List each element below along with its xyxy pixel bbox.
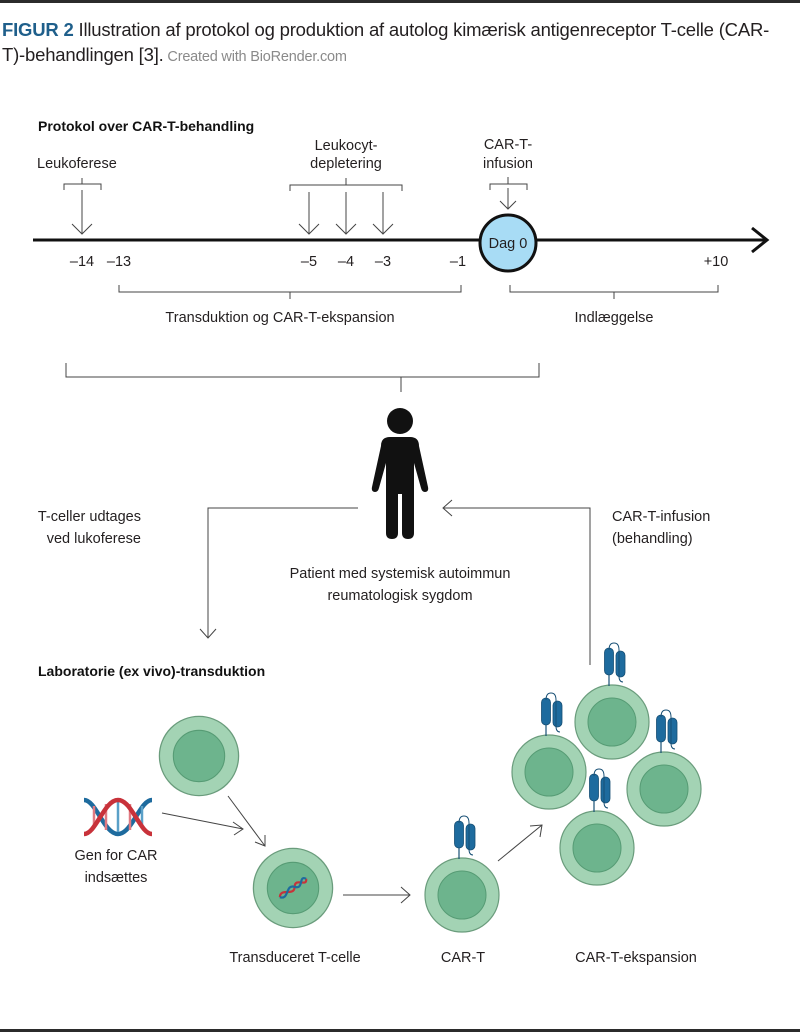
leukoferese-bracket bbox=[63, 178, 102, 190]
timeline-arrowhead-icon bbox=[751, 226, 770, 254]
depletion-bracket bbox=[289, 178, 403, 191]
depletion-arrows bbox=[298, 192, 394, 235]
phase-admission: Indlæggelse bbox=[575, 310, 654, 326]
transduction-bracket bbox=[118, 285, 462, 299]
lab-heading: Laboratorie (ex vivo)-transduktion bbox=[38, 663, 265, 679]
tick-label: –5 bbox=[301, 254, 317, 270]
event-depletion-line1: Leukocyt- bbox=[315, 138, 378, 154]
car-receptor-icon bbox=[603, 642, 626, 687]
expansion-label: CAR-T-ekspansion bbox=[575, 950, 697, 966]
bottom-rule bbox=[0, 1029, 800, 1032]
person-icon bbox=[371, 408, 429, 539]
caption-text: Illustration af protokol og produktion a… bbox=[2, 19, 770, 65]
dna-to-cell-arrow bbox=[161, 812, 244, 836]
car-receptor-icon bbox=[655, 709, 678, 754]
transduced-label: Transduceret T-celle bbox=[229, 950, 360, 966]
tick-label: –13 bbox=[107, 254, 131, 270]
dna-icon bbox=[83, 797, 153, 837]
tick-label: –4 bbox=[338, 254, 354, 270]
event-leukoferese: Leukoferese bbox=[37, 156, 117, 172]
inserted-dna-icon bbox=[278, 876, 308, 899]
t-cell bbox=[158, 715, 240, 797]
flow-right-line1: CAR-T-infusion bbox=[612, 509, 710, 525]
figure-caption: FIGUR 2 Illustration af protokol og prod… bbox=[2, 17, 792, 70]
expanded-car-t-cell bbox=[511, 692, 587, 810]
flow-left-line2: ved lukoferese bbox=[47, 531, 141, 547]
patient-label-line2: reumatologisk sygdom bbox=[327, 588, 472, 604]
admission-bracket bbox=[509, 285, 719, 299]
day-zero-label: Dag 0 bbox=[489, 236, 528, 252]
tick-label: +10 bbox=[704, 254, 729, 270]
leukoferese-arrow bbox=[71, 190, 93, 235]
infusion-flow-arrow bbox=[442, 499, 591, 665]
car-receptor-icon bbox=[453, 815, 476, 860]
car-t-label: CAR-T bbox=[441, 950, 485, 966]
day-zero-marker: Dag 0 bbox=[478, 213, 538, 273]
car-t-cell bbox=[424, 815, 500, 933]
car-receptor-icon bbox=[588, 768, 611, 813]
tick-label: –3 bbox=[375, 254, 391, 270]
transduced-t-cell bbox=[252, 847, 334, 929]
tick-label: –1 bbox=[450, 254, 466, 270]
top-rule bbox=[0, 0, 800, 3]
infusion-bracket bbox=[489, 177, 528, 190]
protocol-heading: Protokol over CAR-T-behandling bbox=[38, 118, 254, 134]
caption-credit: Created with BioRender.com bbox=[163, 49, 347, 65]
event-depletion-line2: depletering bbox=[310, 156, 382, 172]
cart-to-expansion-arrow bbox=[497, 824, 543, 862]
figure-label: FIGUR 2 bbox=[2, 19, 74, 40]
event-infusion-line1: CAR-T- bbox=[484, 137, 533, 153]
flow-right-line2: (behandling) bbox=[612, 531, 693, 547]
transduced-to-cart-arrow bbox=[343, 886, 411, 904]
event-infusion-line2: infusion bbox=[483, 156, 533, 172]
tick-label: –14 bbox=[70, 254, 94, 270]
leukapheresis-flow-arrow bbox=[199, 507, 358, 639]
expanded-car-t-cell bbox=[574, 642, 650, 760]
patient-label-line1: Patient med systemisk autoimmun bbox=[290, 566, 511, 582]
car-receptor-icon bbox=[540, 692, 563, 737]
flow-left-line1: T-celler udtages bbox=[38, 509, 141, 525]
overall-bracket bbox=[65, 363, 540, 392]
infusion-arrow bbox=[499, 188, 517, 210]
phase-transduction: Transduktion og CAR-T-ekspansion bbox=[165, 310, 394, 326]
gene-label-line2: indsættes bbox=[85, 870, 148, 886]
cell-to-transduced-arrow bbox=[227, 795, 266, 847]
gene-label-line1: Gen for CAR bbox=[75, 848, 158, 864]
